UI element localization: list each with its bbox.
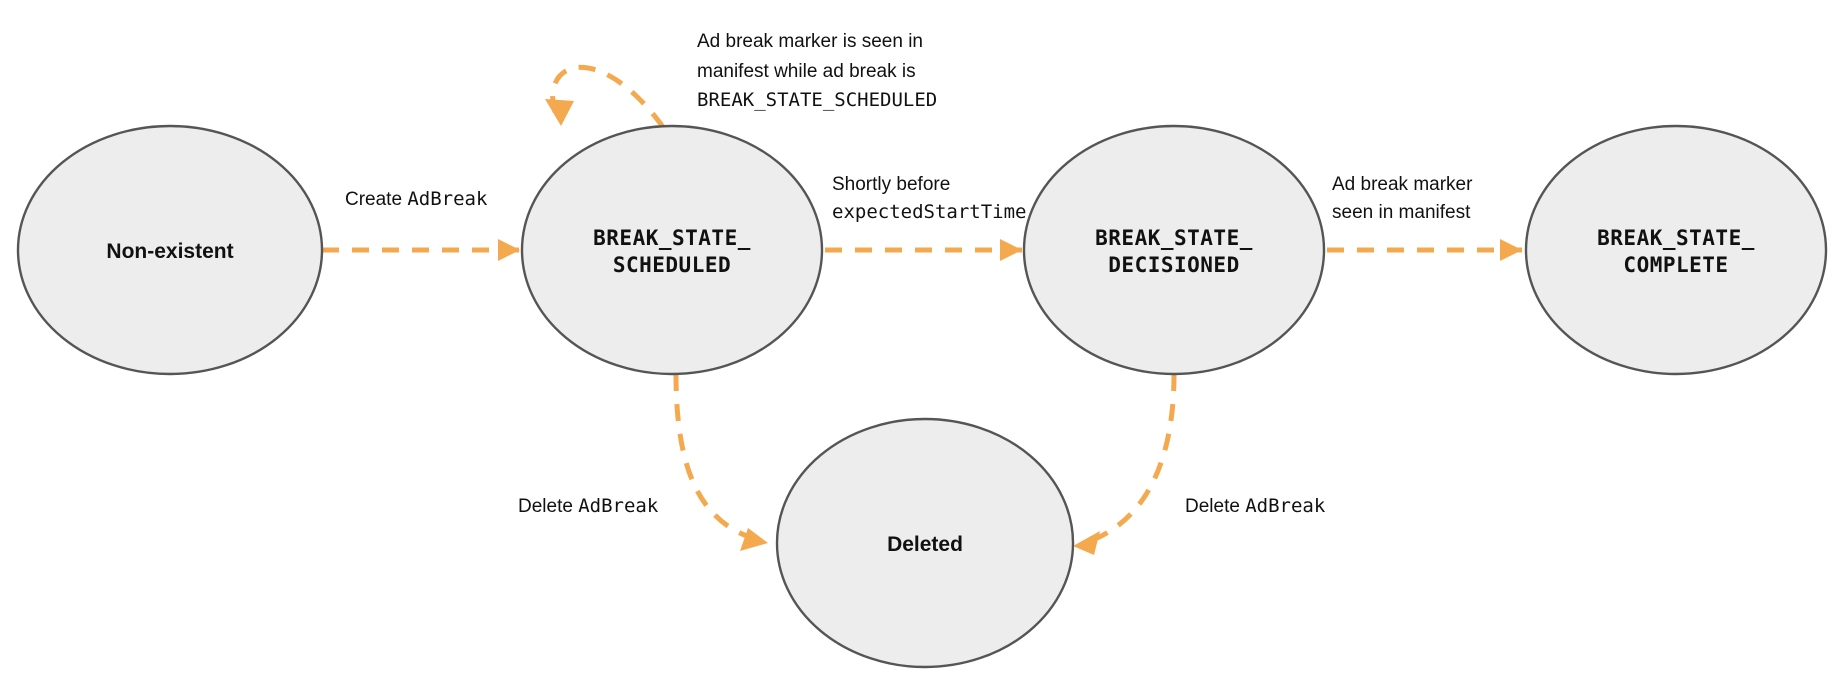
node-deleted[interactable]: Deleted	[775, 417, 1075, 669]
node-break-state-decisioned-label-line1: BREAK_STATE_	[1095, 226, 1253, 250]
svg-text:Create AdBreak: Create AdBreak	[345, 188, 488, 210]
edge-label-scheduled-to-deleted-part2: AdBreak	[578, 495, 659, 517]
edge-scheduled-self-loop-arrowhead	[545, 99, 574, 126]
edge-label-scheduled-self-loop-line1: Ad break marker is seen in	[697, 31, 923, 52]
svg-text:Delete AdBreak: Delete AdBreak	[1185, 495, 1326, 517]
edge-scheduled-to-decisioned-arrowhead	[1000, 239, 1022, 261]
node-break-state-scheduled-label-line1: BREAK_STATE_	[593, 226, 751, 250]
edge-label-decisioned-to-complete-line2: seen in manifest	[1332, 202, 1471, 223]
node-break-state-complete-label-line1: BREAK_STATE_	[1597, 226, 1755, 250]
edge-scheduled-to-deleted-arrowhead	[740, 528, 768, 551]
edge-label-decisioned-to-complete-line1: Ad break marker	[1332, 174, 1473, 195]
edge-scheduled-to-decisioned	[825, 239, 1022, 261]
node-break-state-complete-label-line2: COMPLETE	[1623, 253, 1728, 277]
edge-label-create-adbreak-part1: Create	[345, 189, 407, 210]
edge-label-scheduled-to-decisioned: Shortly before expectedStartTime	[832, 174, 1026, 223]
node-break-state-complete-shape[interactable]	[1524, 124, 1828, 376]
node-break-state-scheduled-shape[interactable]	[520, 124, 824, 376]
edge-scheduled-to-deleted	[673, 373, 768, 551]
edge-decisioned-to-complete-arrowhead	[1500, 239, 1522, 261]
edge-scheduled-to-deleted-line	[673, 373, 753, 541]
edge-create-adbreak-arrowhead	[498, 239, 520, 261]
node-break-state-decisioned-shape[interactable]	[1022, 124, 1326, 376]
node-non-existent-shape[interactable]	[16, 124, 324, 376]
node-break-state-scheduled[interactable]: BREAK_STATE_ SCHEDULED	[520, 124, 824, 376]
edge-scheduled-self-loop-line	[550, 64, 666, 129]
edge-label-decisioned-to-deleted-part1: Delete	[1185, 496, 1245, 517]
edge-create-adbreak	[322, 239, 520, 261]
edge-label-decisioned-to-deleted: Delete AdBreak	[1185, 495, 1326, 517]
edge-decisioned-to-deleted	[1073, 373, 1177, 555]
edge-label-scheduled-to-decisioned-line1: Shortly before	[832, 174, 950, 195]
edge-label-scheduled-self-loop-line2: manifest while ad break is	[697, 61, 916, 82]
edge-label-scheduled-self-loop-line3: BREAK_STATE_SCHEDULED	[697, 89, 937, 111]
edge-decisioned-to-deleted-arrowhead	[1073, 531, 1100, 555]
node-break-state-decisioned[interactable]: BREAK_STATE_ DECISIONED	[1022, 124, 1326, 376]
edge-label-scheduled-to-deleted-part1: Delete	[518, 496, 578, 517]
edge-label-scheduled-to-decisioned-line2: expectedStartTime	[832, 201, 1026, 223]
node-non-existent[interactable]: Non-existent	[16, 124, 324, 376]
node-deleted-label: Deleted	[887, 533, 963, 556]
edge-label-decisioned-to-complete: Ad break marker seen in manifest	[1332, 174, 1473, 223]
node-non-existent-label: Non-existent	[106, 240, 233, 263]
edge-label-create-adbreak-part2: AdBreak	[407, 188, 488, 210]
edge-label-scheduled-self-loop: Ad break marker is seen in manifest whil…	[697, 31, 937, 111]
node-break-state-scheduled-label-line2: SCHEDULED	[613, 253, 731, 277]
node-break-state-decisioned-label-line2: DECISIONED	[1108, 253, 1239, 277]
edge-label-scheduled-to-deleted: Delete AdBreak	[518, 495, 659, 517]
edge-decisioned-to-complete	[1327, 239, 1522, 261]
svg-text:Delete AdBreak: Delete AdBreak	[518, 495, 659, 517]
node-break-state-complete[interactable]: BREAK_STATE_ COMPLETE	[1524, 124, 1828, 376]
node-deleted-shape[interactable]	[775, 417, 1075, 669]
edge-decisioned-to-deleted-line	[1089, 373, 1177, 544]
edge-label-decisioned-to-deleted-part2: AdBreak	[1245, 495, 1326, 517]
edge-label-create-adbreak: Create AdBreak	[345, 188, 488, 210]
edge-scheduled-self-loop	[545, 64, 666, 129]
